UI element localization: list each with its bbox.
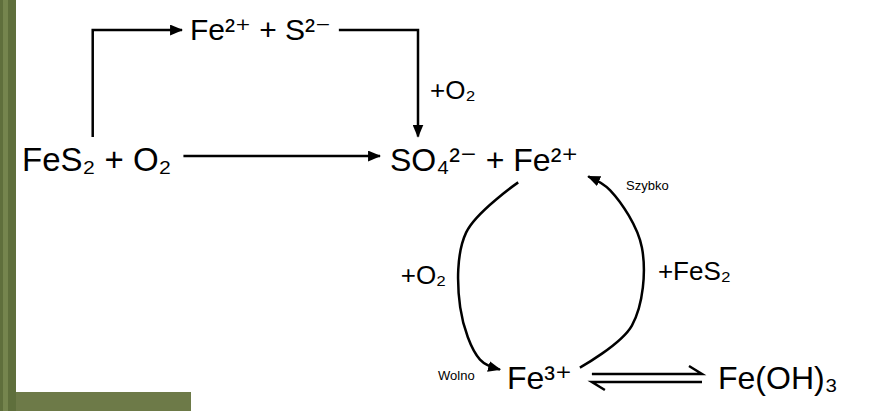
- arrow-path: [93, 30, 182, 137]
- reaction-arrow: [183, 156, 380, 157]
- rate-label: Szybko: [624, 178, 671, 195]
- rate-text: Wolno: [438, 369, 475, 384]
- reagent-text: +FeS₂: [658, 257, 731, 287]
- reaction-arrow: [580, 176, 644, 367]
- formula-node: Fe³⁺: [503, 358, 576, 399]
- reagent-label: +FeS₂: [656, 256, 733, 288]
- chemical-formula: SO₄²⁻ + Fe²⁺: [390, 142, 578, 179]
- arrow-path: [458, 182, 518, 369]
- reagent-label: +O₂: [428, 75, 478, 107]
- photo-strip: [3, 0, 8, 411]
- equilibrium-harpoon: [592, 382, 702, 390]
- reaction-arrow: [339, 30, 418, 137]
- photo-strip: [16, 392, 191, 411]
- reaction-arrow: [592, 366, 702, 390]
- rate-text: Szybko: [626, 179, 669, 194]
- reaction-arrow: [93, 30, 182, 137]
- photo-strip: [0, 0, 16, 411]
- formula-node: Fe²⁺ + S²⁻: [186, 11, 335, 50]
- reaction-arrow: [458, 182, 518, 369]
- reagent-text: +O₂: [401, 261, 447, 291]
- equilibrium-harpoon: [592, 366, 702, 374]
- chemical-formula: Fe²⁺ + S²⁻: [190, 13, 331, 48]
- chemical-formula: FeS₂ + O₂: [22, 141, 171, 179]
- rate-label: Wolno: [436, 368, 477, 385]
- reagent-text: +O₂: [430, 76, 476, 106]
- chemical-formula: Fe(OH)₃: [718, 360, 838, 397]
- reagent-label: +O₂: [399, 260, 449, 292]
- arrow-path: [183, 155, 380, 158]
- arrow-path: [339, 30, 418, 137]
- arrow-path: [580, 176, 644, 367]
- formula-node: SO₄²⁻ + Fe²⁺: [386, 140, 582, 181]
- formula-node: FeS₂ + O₂: [18, 139, 175, 181]
- formula-node: Fe(OH)₃: [714, 358, 842, 399]
- chemical-formula: Fe³⁺: [507, 360, 572, 397]
